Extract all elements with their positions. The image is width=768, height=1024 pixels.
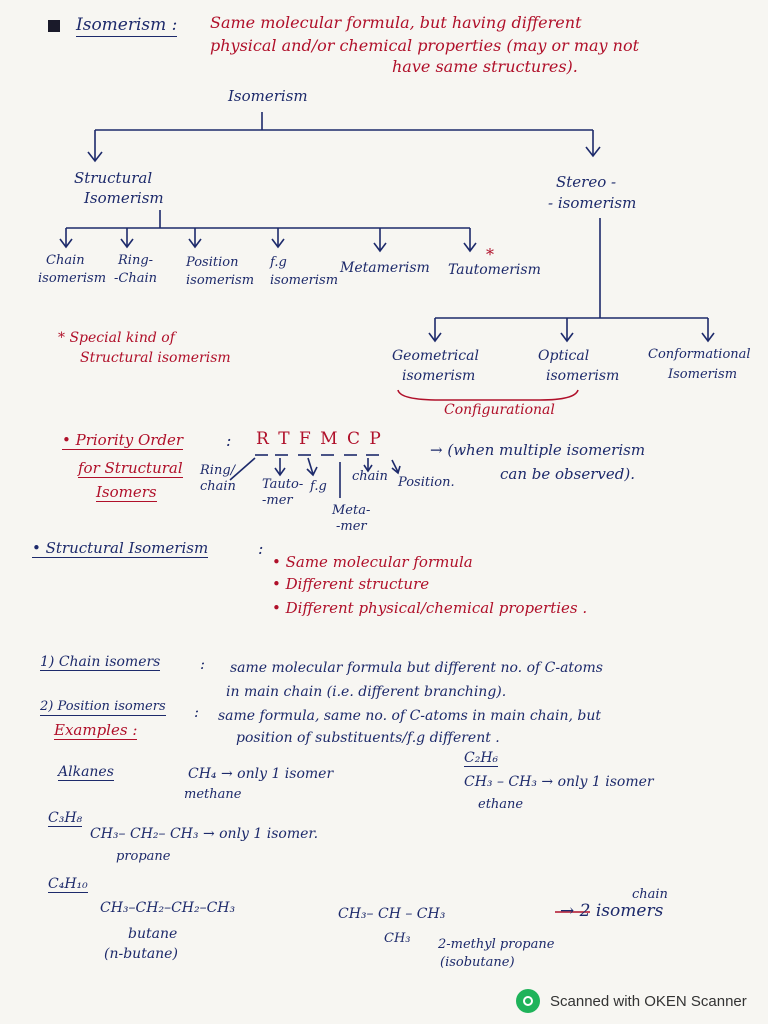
scanner-footer: Scanned with OKEN Scanner [516, 986, 747, 1016]
stereo-node-line-1: Stereo - [556, 173, 617, 191]
key-tauto-2: -mer [262, 493, 293, 508]
special-note-1: * Special kind of [58, 330, 175, 346]
ring-chain-1: Ring- [118, 253, 154, 268]
chain-isomers-label: 1) Chain isomers [40, 654, 161, 672]
propane-name: propane [116, 849, 171, 864]
structural-title: • Structural Isomerism [32, 539, 209, 559]
butane-molecular-formula: C₄H₁₀ [48, 876, 88, 894]
isobutane-name-1: 2-methyl propane [438, 937, 555, 952]
examples-label: Examples : [54, 721, 138, 741]
chain-isomers-text-2: in main chain (i.e. different branching)… [226, 684, 507, 700]
priority-label-2: for Structural [78, 459, 183, 479]
butane-name-2: (n-butane) [104, 946, 178, 962]
chain-isomerism-1: Chain [46, 253, 85, 268]
ethane-molecular-formula: C₂H₆ [464, 750, 499, 768]
key-ring-2: chain [200, 479, 236, 494]
geometrical-1: Geometrical [392, 348, 479, 364]
propane-molecular-formula: C₃H₈ [48, 810, 83, 828]
isobutane-formula: CH₃– CH – CH₃ [338, 906, 446, 922]
conformational-2: Isomerism [668, 367, 738, 382]
definition-line-2: physical and/or chemical properties (may… [210, 36, 640, 55]
methane-formula: CH₄ → only 1 isomer [188, 766, 334, 782]
optical-1: Optical [538, 348, 590, 364]
priority-colon: : [226, 431, 232, 450]
definition-line-3: have same structures). [392, 57, 578, 76]
result-isomers: → 2 isomers [560, 901, 664, 921]
isobutane-branch: CH₃ [384, 931, 411, 946]
optical-2: isomerism [546, 368, 620, 384]
chain-isomers-colon: : [200, 655, 206, 673]
propane-formula: CH₃– CH₂– CH₃ → only 1 isomer. [90, 826, 319, 842]
key-tauto-1: Tauto- [262, 477, 304, 492]
structural-colon: : [258, 539, 264, 558]
priority-note-2: can be observed). [500, 465, 635, 483]
result-chain-label: chain [632, 887, 668, 902]
geometrical-2: isomerism [402, 368, 476, 384]
structural-point-3: • Different physical/chemical properties… [272, 599, 588, 617]
heading-bullet [48, 20, 60, 32]
alkanes-label: Alkanes [58, 764, 114, 782]
priority-label-3: Isomers [96, 483, 157, 503]
butane-formula: CH₃–CH₂–CH₂–CH₃ [100, 900, 236, 916]
priority-label-1: • Priority Order [62, 431, 184, 451]
isobutane-name-2: (isobutane) [440, 955, 515, 970]
position-isomers-label: 2) Position isomers [40, 699, 166, 716]
fg-isomerism-1: f.g [270, 255, 287, 270]
structural-node-line-1: Structural [74, 169, 153, 187]
metamerism: Metamerism [340, 260, 430, 276]
ethane-formula: CH₃ – CH₃ → only 1 isomer [464, 774, 654, 790]
priority-letters: R T F M C P [256, 429, 383, 449]
key-position: Position. [398, 475, 455, 490]
structural-node-line-2: Isomerism [84, 189, 164, 207]
heading-title: Isomerism : [76, 15, 178, 37]
key-fg: f.g [310, 479, 327, 494]
butane-name-1: butane [128, 926, 178, 942]
definition-line-1: Same molecular formula, but having diffe… [210, 13, 582, 32]
tree-root: Isomerism [228, 87, 308, 105]
chain-isomerism-2: isomerism [38, 271, 107, 286]
key-meta-1: Meta- [332, 503, 371, 518]
priority-note-1: → (when multiple isomerism [430, 441, 646, 459]
special-note-2: Structural isomerism [80, 350, 231, 366]
position-isomerism-1: Position [186, 255, 239, 270]
scanner-logo-icon [516, 989, 540, 1013]
tautomerism: Tautomerism [448, 262, 541, 278]
chain-isomers-text-1: same molecular formula but different no.… [230, 660, 603, 676]
key-chain: chain [352, 469, 388, 484]
key-meta-2: -mer [336, 519, 367, 534]
ethane-name: ethane [478, 797, 524, 812]
ring-chain-2: -Chain [114, 271, 157, 286]
scanner-footer-text: Scanned with OKEN Scanner [550, 992, 747, 1010]
fg-isomerism-2: isomerism [270, 273, 339, 288]
position-isomers-colon: : [194, 703, 200, 721]
position-isomerism-2: isomerism [186, 273, 255, 288]
structural-point-2: • Different structure [272, 575, 430, 593]
conformational-1: Conformational [648, 347, 751, 362]
configurational-label: Configurational [444, 402, 555, 418]
methane-name: methane [184, 787, 242, 802]
stereo-node-line-2: - isomerism [548, 194, 637, 212]
position-isomers-text-2: position of substituents/f.g different . [236, 730, 500, 746]
position-isomers-text-1: same formula, same no. of C-atoms in mai… [218, 708, 602, 724]
key-ring-1: Ring/ [200, 463, 236, 478]
tautomerism-star: * [486, 245, 494, 264]
structural-point-1: • Same molecular formula [272, 553, 473, 571]
